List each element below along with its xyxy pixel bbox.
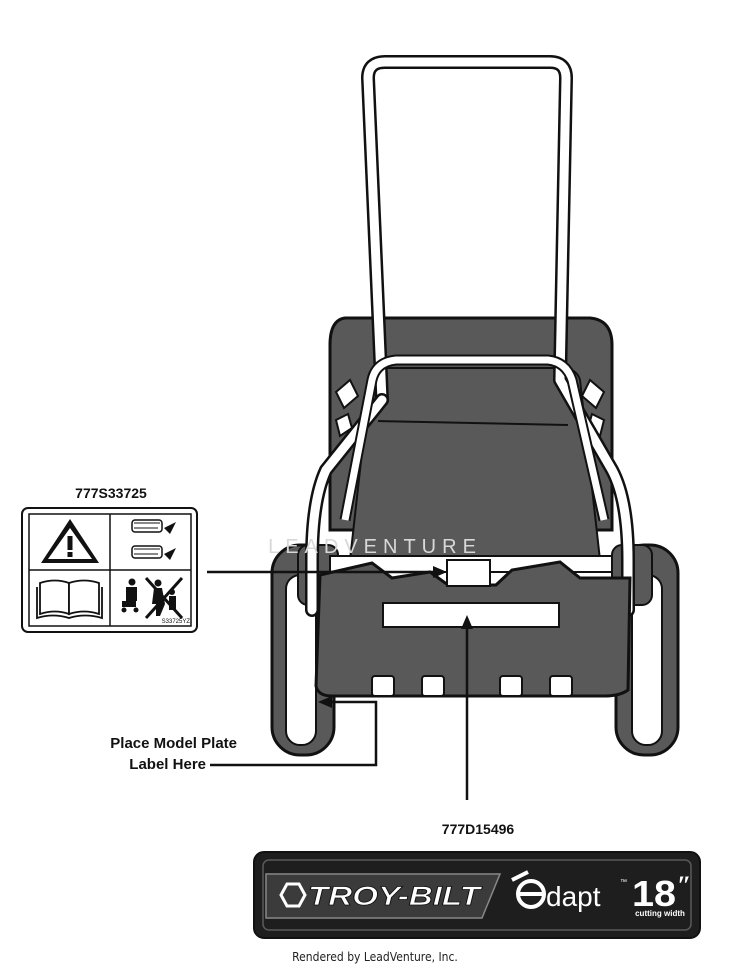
trademark: ™ (620, 879, 627, 886)
decal-code: S33725YZ (162, 619, 191, 625)
warning-triangle-icon (41, 519, 99, 563)
troy-bilt-logo-icon (279, 882, 307, 908)
brand-name: TROY-BILT (308, 881, 483, 911)
lawn-mower-illustration (270, 55, 680, 757)
decal-part-number: 777S33725 (75, 485, 147, 501)
keep-children-away-icon (121, 576, 184, 620)
model-plate-label-line1: Place Model Plate (110, 735, 237, 752)
product-name: dapt (546, 881, 601, 912)
troy-bilt-banner[interactable]: TROY-BILT dapt ™ 18 ″ cutting width (253, 851, 701, 939)
model-plate-label-line2: Label Here (129, 756, 206, 773)
cutting-size-unit: ″ (677, 871, 691, 900)
edapt-e-icon (511, 870, 546, 909)
safety-decal[interactable]: 777S33725 (21, 485, 198, 633)
blade-hazard-icon (131, 519, 176, 560)
cutting-size: 18 (632, 873, 676, 914)
footer-credit: Rendered by LeadVenture, Inc. (292, 950, 458, 964)
bottom-part-number: 777D15496 (442, 821, 515, 837)
manual-book-icon (36, 579, 103, 620)
watermark: LEADVENTURE (268, 536, 482, 558)
decal-location[interactable] (446, 559, 491, 587)
cutting-width-label: cutting width (635, 909, 685, 918)
callout-arrows (207, 566, 473, 800)
name-plate-location[interactable] (382, 602, 560, 628)
